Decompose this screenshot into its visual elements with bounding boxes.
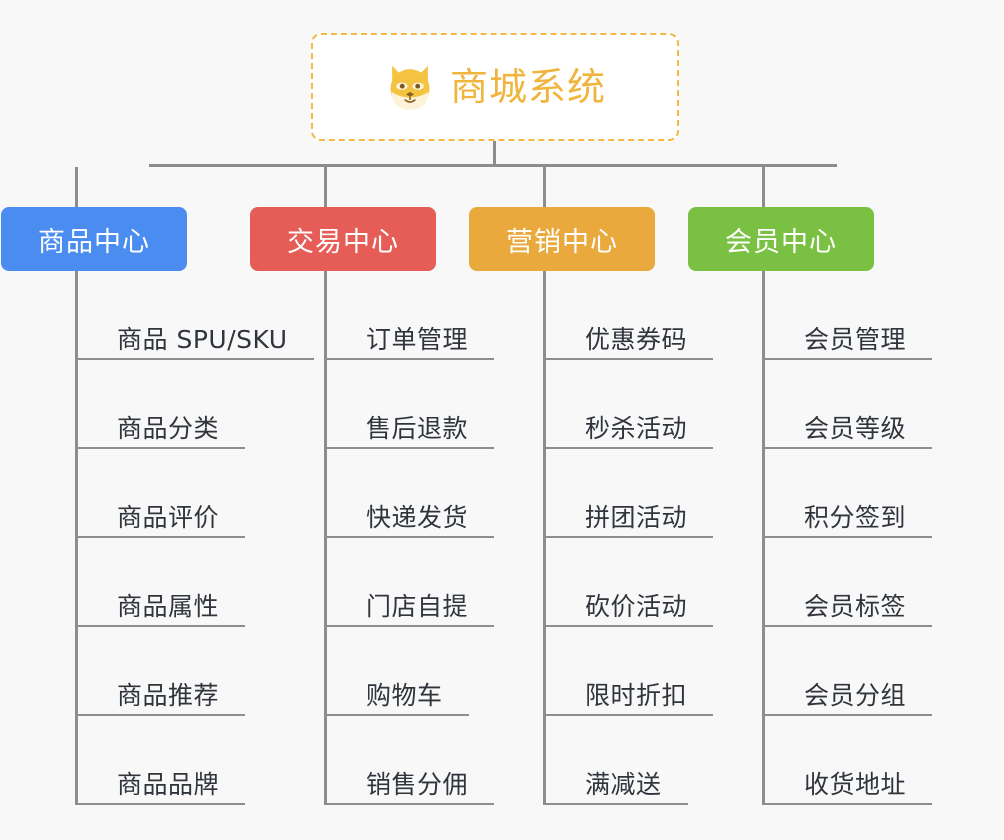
root-stem-connector — [493, 141, 496, 167]
leaf-list-member-center: 会员管理 会员等级 积分签到 会员标签 会员分组 收货地址 — [762, 271, 933, 805]
leaf-label: 售后退款 — [366, 414, 469, 443]
leaf-node[interactable]: 商品评价 — [75, 449, 246, 538]
leaf-label: 商品属性 — [117, 592, 220, 621]
list-item: 会员等级 — [762, 360, 933, 449]
branch-bus-connector — [149, 164, 837, 167]
leaf-label: 门店自提 — [366, 592, 469, 621]
leaf-node[interactable]: 限时折扣 — [543, 627, 714, 716]
branch-trunk-connector — [324, 271, 327, 805]
leaf-label: 砍价活动 — [585, 592, 688, 621]
list-item: 商品分类 — [75, 360, 314, 449]
leaf-label: 购物车 — [366, 681, 443, 710]
list-item: 会员分组 — [762, 627, 933, 716]
branch-header-label: 营销中心 — [506, 226, 618, 258]
list-item: 砍价活动 — [543, 538, 714, 627]
leaf-node[interactable]: 积分签到 — [762, 449, 933, 538]
leaf-label: 会员等级 — [804, 414, 907, 443]
branch-header-label: 会员中心 — [725, 226, 837, 258]
list-item: 秒杀活动 — [543, 360, 714, 449]
leaf-node[interactable]: 会员标签 — [762, 538, 933, 627]
leaf-label: 快递发货 — [366, 503, 469, 532]
leaf-node[interactable]: 优惠券码 — [543, 271, 714, 360]
leaf-label: 限时折扣 — [585, 681, 688, 710]
list-item: 商品属性 — [75, 538, 314, 627]
branch-header-label: 交易中心 — [287, 226, 399, 258]
leaf-label: 商品分类 — [117, 414, 220, 443]
branch-header-trade-center[interactable]: 交易中心 — [250, 207, 436, 271]
leaf-label: 销售分佣 — [366, 770, 469, 799]
list-item: 商品评价 — [75, 449, 314, 538]
list-item: 限时折扣 — [543, 627, 714, 716]
list-item: 销售分佣 — [324, 716, 495, 805]
root-title: 商城系统 — [449, 65, 606, 109]
leaf-node[interactable]: 商品 SPU/SKU — [75, 271, 314, 360]
list-item: 满减送 — [543, 716, 713, 805]
list-item: 优惠券码 — [543, 271, 714, 360]
list-item: 商品品牌 — [75, 716, 314, 805]
leaf-node[interactable]: 购物车 — [324, 627, 469, 716]
leaf-label: 优惠券码 — [585, 325, 688, 354]
leaf-label: 收货地址 — [804, 770, 907, 799]
list-item: 拼团活动 — [543, 449, 714, 538]
leaf-list-product-center: 商品 SPU/SKU 商品分类 商品评价 商品属性 商品推荐 商品品牌 — [75, 271, 314, 805]
leaf-label: 会员分组 — [804, 681, 907, 710]
leaf-label: 商品评价 — [117, 503, 220, 532]
leaf-node[interactable]: 会员管理 — [762, 271, 933, 360]
leaf-node[interactable]: 秒杀活动 — [543, 360, 714, 449]
list-item: 会员管理 — [762, 271, 933, 360]
leaf-label: 会员标签 — [804, 592, 907, 621]
branch-drop-connector — [543, 167, 546, 207]
leaf-node[interactable]: 商品推荐 — [75, 627, 246, 716]
leaf-label: 拼团活动 — [585, 503, 688, 532]
list-item: 商品 SPU/SKU — [75, 271, 314, 360]
leaf-list-marketing-center: 优惠券码 秒杀活动 拼团活动 砍价活动 限时折扣 满减送 — [543, 271, 714, 805]
list-item: 订单管理 — [324, 271, 495, 360]
leaf-label: 满减送 — [585, 770, 662, 799]
branch-header-product-center[interactable]: 商品中心 — [1, 207, 187, 271]
list-item: 购物车 — [324, 627, 494, 716]
branch-trunk-connector — [762, 271, 765, 805]
leaf-node[interactable]: 收货地址 — [762, 716, 933, 805]
list-item: 积分签到 — [762, 449, 933, 538]
leaf-label: 商品 SPU/SKU — [117, 325, 288, 354]
leaf-label: 积分签到 — [804, 503, 907, 532]
leaf-label: 商品品牌 — [117, 770, 220, 799]
branch-drop-connector — [762, 167, 765, 207]
leaf-node[interactable]: 门店自提 — [324, 538, 495, 627]
leaf-node[interactable]: 商品分类 — [75, 360, 246, 449]
leaf-node[interactable]: 快递发货 — [324, 449, 495, 538]
branch-header-label: 商品中心 — [38, 226, 150, 258]
leaf-node[interactable]: 砍价活动 — [543, 538, 714, 627]
list-item: 售后退款 — [324, 360, 495, 449]
branch-drop-connector — [75, 167, 78, 207]
leaf-node[interactable]: 会员分组 — [762, 627, 933, 716]
list-item: 商品推荐 — [75, 627, 314, 716]
shiba-dog-face-icon — [384, 61, 436, 113]
leaf-node[interactable]: 商品品牌 — [75, 716, 246, 805]
leaf-node[interactable]: 销售分佣 — [324, 716, 495, 805]
list-item: 会员标签 — [762, 538, 933, 627]
leaf-node[interactable]: 满减送 — [543, 716, 688, 805]
leaf-label: 商品推荐 — [117, 681, 220, 710]
branch-header-marketing-center[interactable]: 营销中心 — [469, 207, 655, 271]
leaf-node[interactable]: 会员等级 — [762, 360, 933, 449]
list-item: 收货地址 — [762, 716, 933, 805]
root-node[interactable]: 商城系统 — [311, 33, 679, 141]
leaf-label: 会员管理 — [804, 325, 907, 354]
branch-header-member-center[interactable]: 会员中心 — [688, 207, 874, 271]
list-item: 快递发货 — [324, 449, 495, 538]
leaf-list-trade-center: 订单管理 售后退款 快递发货 门店自提 购物车 销售分佣 — [324, 271, 495, 805]
list-item: 门店自提 — [324, 538, 495, 627]
leaf-label: 秒杀活动 — [585, 414, 688, 443]
leaf-label: 订单管理 — [366, 325, 469, 354]
leaf-node[interactable]: 商品属性 — [75, 538, 246, 627]
branch-drop-connector — [324, 167, 327, 207]
branch-trunk-connector — [75, 271, 78, 805]
leaf-node[interactable]: 拼团活动 — [543, 449, 714, 538]
branch-trunk-connector — [543, 271, 546, 805]
leaf-node[interactable]: 售后退款 — [324, 360, 495, 449]
leaf-node[interactable]: 订单管理 — [324, 271, 495, 360]
